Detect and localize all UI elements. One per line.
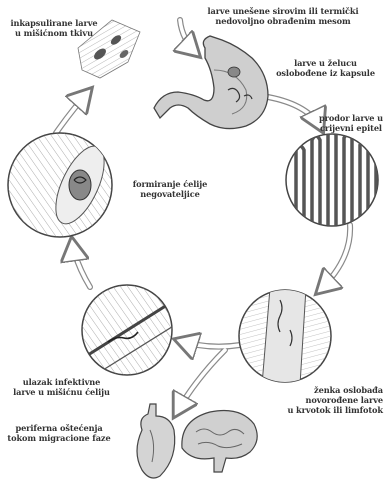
label-penetration: prodor larve u crijevni epitel [315,113,387,133]
label-peripheral-damage: periferna oštećenja tokom migracione faz… [4,423,114,443]
nurse-cell-illustration [8,133,114,237]
brain-illustration [182,411,257,473]
intestinal-villi-illustration [286,131,384,226]
label-nurse-cell: formiranje ćelije negovateljice [130,179,210,199]
blood-vessel-illustration [235,286,335,386]
label-stomach: larve u želucu oslobođene iz kapsule [268,58,383,78]
label-encapsulated: inkapsulirane larve u mišićnom tkivu [4,18,104,38]
label-muscle-entry: ulazak infektivne larve u mišićnu ćeliju [4,377,119,397]
stomach-illustration [154,36,268,129]
label-female-releases: ženka oslobađa novorođene larve u krvoto… [268,385,383,415]
muscle-cell-illustration [80,285,175,380]
heart-illustration [137,404,175,478]
label-ingested: larve unešene sirovim ili termički nedov… [188,6,378,26]
